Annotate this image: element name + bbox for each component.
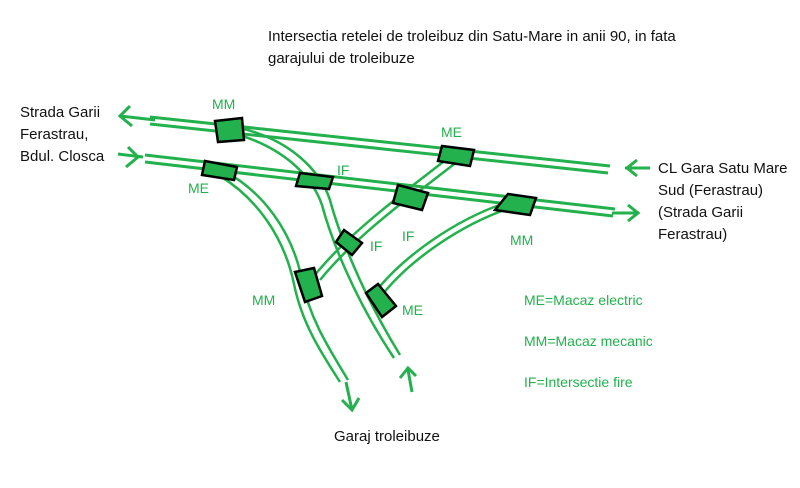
label-mm-right: MM: [510, 232, 534, 248]
legend-me: ME=Macaz electric: [524, 292, 643, 308]
place-left-line-3: Bdul. Closca: [20, 148, 105, 165]
label-me-top: ME: [441, 124, 462, 140]
diagram-title-line-2: garajului de troleibuze: [268, 50, 415, 67]
label-if-center: IF: [337, 162, 350, 178]
curve-right-to-garage: [375, 201, 511, 296]
place-left-line-1: Strada Garii: [20, 104, 101, 121]
switch-mm-bottom: [293, 266, 324, 304]
place-right-line-4: Ferastrau): [658, 226, 728, 243]
switch-me-center: [391, 183, 430, 212]
switch-if-center: [294, 171, 335, 191]
arrow-left-in: [117, 145, 144, 169]
label-if-lower: IF: [370, 238, 383, 254]
switch-me-left: [200, 159, 239, 182]
switch-mm-top: [213, 116, 246, 144]
arrow-right-out: [612, 203, 641, 223]
diagram-title-line-1: Intersectia retelei de troleibuz din Sat…: [268, 28, 676, 45]
label-mm-bottom: MM: [252, 292, 276, 308]
place-right-line-3: (Strada Garii: [658, 204, 744, 221]
switch-me-top: [436, 144, 476, 168]
label-if-right: IF: [402, 228, 415, 244]
place-right-line-1: CL Gara Satu Mare: [658, 160, 788, 177]
arrow-left-out: [117, 104, 156, 128]
legend-mm: MM=Macaz mecanic: [524, 333, 653, 349]
arrow-garage-out: [340, 381, 361, 413]
switch-me-bottom: [364, 282, 398, 319]
switch-mm-right: [492, 192, 538, 217]
legend-if: IF=Intersectie fire: [524, 374, 633, 390]
place-right-line-2: Sud (Ferastrau): [658, 182, 764, 199]
label-me-bottom: ME: [402, 302, 423, 318]
place-bottom-label: Garaj troleibuze: [334, 428, 440, 445]
label-mm-top: MM: [212, 96, 236, 112]
curve-left-to-garage: [219, 170, 350, 383]
arrow-garage-in: [398, 365, 418, 393]
arrow-right-in: [624, 158, 650, 178]
label-me-left: ME: [188, 180, 209, 196]
place-left-line-2: Ferastrau,: [20, 126, 89, 143]
switch-if-lower: [334, 228, 364, 257]
